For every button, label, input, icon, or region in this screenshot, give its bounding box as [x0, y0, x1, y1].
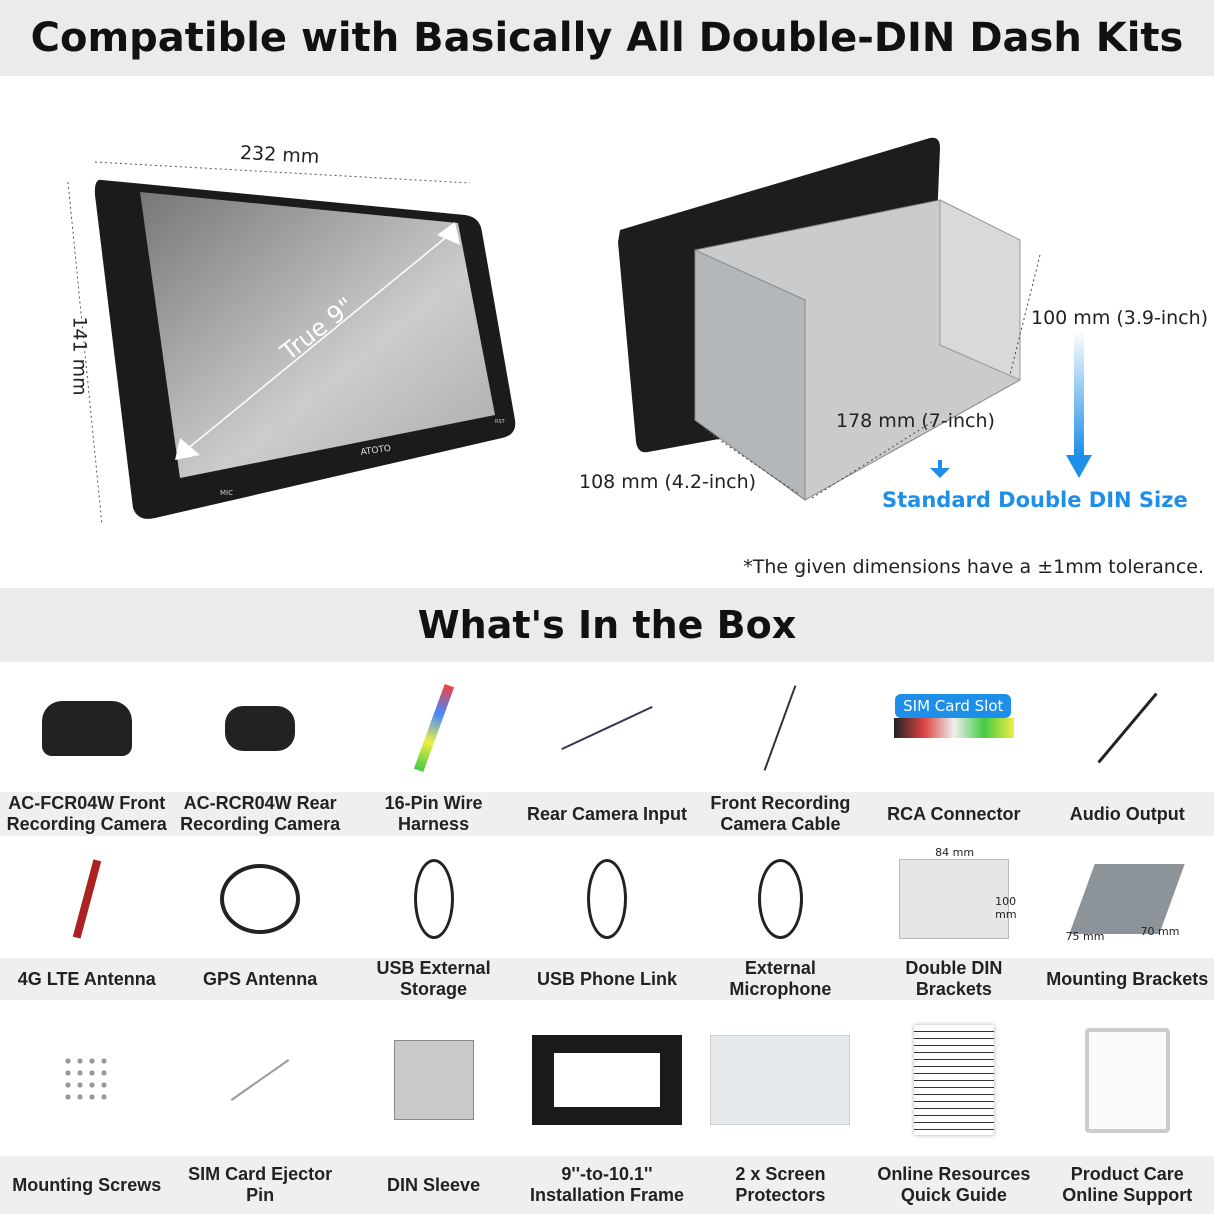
- item-label: USB Phone Link: [520, 958, 694, 1000]
- item-image: [1041, 1004, 1214, 1156]
- down-arrow-icon: [1066, 330, 1092, 478]
- item-image: [520, 840, 693, 958]
- item-label: RCA Connector: [867, 792, 1041, 836]
- item-label: DIN Sleeve: [346, 1156, 521, 1214]
- item-image: [347, 1004, 520, 1156]
- item-image: [0, 664, 173, 792]
- height-label: 141 mm: [68, 316, 91, 396]
- item-image: [520, 664, 693, 792]
- sim-card-slot-tag: SIM Card Slot: [895, 694, 1012, 718]
- item-label: 4G LTE Antenna: [0, 958, 174, 1000]
- mic-label: MIC: [220, 489, 233, 497]
- box-item: 2 x Screen Protectors: [693, 1004, 868, 1214]
- item-image: [347, 840, 520, 958]
- item-image: [694, 1004, 867, 1156]
- box-item: SIM Card Ejector Pin: [173, 1004, 347, 1214]
- box-item: USB External Storage: [346, 840, 521, 1000]
- item-image: [173, 1004, 346, 1156]
- item-image: [520, 1004, 693, 1156]
- box-item: 4G LTE Antenna: [0, 840, 174, 1000]
- item-image: [0, 1004, 173, 1156]
- item-label: Audio Output: [1040, 792, 1214, 836]
- mount-bracket-b: 70 mm: [1140, 925, 1180, 938]
- item-label: Mounting Screws: [0, 1156, 174, 1214]
- box-item: USB Phone Link: [520, 840, 694, 1000]
- box-item: Mounting Screws: [0, 1004, 174, 1214]
- header-title: Compatible with Basically All Double-DIN…: [0, 0, 1214, 76]
- item-label: Front Recording Camera Cable: [693, 792, 868, 836]
- item-label: 16-Pin Wire Harness: [346, 792, 521, 836]
- item-image: [1041, 664, 1214, 792]
- box-item: AC-FCR04W Front Recording Camera: [0, 664, 174, 836]
- item-label: 2 x Screen Protectors: [693, 1156, 868, 1214]
- box-item: 84 mm 100 mm Double DIN Brackets: [867, 840, 1041, 1000]
- item-image: SIM Card Slot: [867, 664, 1040, 792]
- depth-label: 100 mm (3.9-inch): [1031, 307, 1209, 329]
- side-label: 108 mm (4.2-inch): [579, 471, 757, 493]
- standard-size-label: Standard Double DIN Size: [882, 488, 1188, 512]
- item-label: Online Resources Quick Guide: [867, 1156, 1041, 1214]
- rst-label: RST: [495, 419, 506, 425]
- box-item: 16-Pin Wire Harness: [346, 664, 521, 836]
- length-label: 178 mm (7-inch): [836, 410, 995, 432]
- brand-label: ATOTO: [360, 444, 392, 458]
- mount-bracket-a: 75 mm: [1065, 930, 1105, 943]
- head-unit-illustration: MIC ATOTO RST: [67, 161, 516, 526]
- item-label: Mounting Brackets: [1040, 958, 1214, 1000]
- item-label: External Microphone: [693, 958, 868, 1000]
- item-label: USB External Storage: [346, 958, 521, 1000]
- box-item: DIN Sleeve: [346, 1004, 521, 1214]
- item-label: GPS Antenna: [173, 958, 347, 1000]
- item-label: AC-RCR04W Rear Recording Camera: [173, 792, 347, 836]
- item-label: Product Care Online Support: [1040, 1156, 1214, 1214]
- item-image: [347, 664, 520, 792]
- tolerance-note: *The given dimensions have a ±1mm tolera…: [743, 556, 1204, 578]
- bracket-height: 100 mm: [995, 895, 1017, 921]
- item-label: AC-FCR04W Front Recording Camera: [0, 792, 174, 836]
- box-item: 9''-to-10.1'' Installation Frame: [520, 1004, 694, 1214]
- item-image: [694, 840, 867, 958]
- box-item: 75 mm 70 mm Mounting Brackets: [1040, 840, 1214, 1000]
- item-label: Double DIN Brackets: [867, 958, 1041, 1000]
- box-title: What's In the Box: [0, 588, 1214, 662]
- width-label: 232 mm: [239, 141, 320, 169]
- box-item: GPS Antenna: [173, 840, 347, 1000]
- item-image: [694, 664, 867, 792]
- box-item: Rear Camera Input: [520, 664, 694, 836]
- item-image: 84 mm 100 mm: [867, 840, 1040, 958]
- item-image: [173, 664, 346, 792]
- bracket-width: 84 mm: [935, 846, 975, 859]
- box-item: Online Resources Quick Guide: [867, 1004, 1041, 1214]
- box-item: AC-RCR04W Rear Recording Camera: [173, 664, 347, 836]
- item-image: [173, 840, 346, 958]
- box-item: External Microphone: [693, 840, 868, 1000]
- item-label: Rear Camera Input: [520, 792, 694, 836]
- item-label: 9''-to-10.1'' Installation Frame: [520, 1156, 694, 1214]
- item-image: 75 mm 70 mm: [1041, 840, 1214, 958]
- box-item: Product Care Online Support: [1040, 1004, 1214, 1214]
- item-label: SIM Card Ejector Pin: [173, 1156, 347, 1214]
- double-din-chassis-illustration: [618, 137, 1041, 501]
- item-image: [0, 840, 173, 958]
- box-item: Front Recording Camera Cable: [693, 664, 868, 836]
- item-image: [867, 1004, 1040, 1156]
- box-item: Audio Output: [1040, 664, 1214, 836]
